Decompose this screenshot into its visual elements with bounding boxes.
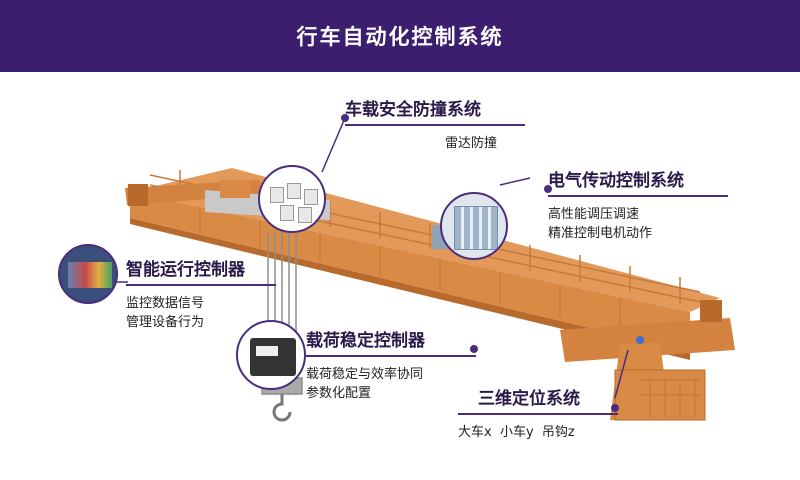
drive-desc-line: 高性能调压调速 xyxy=(548,207,640,222)
controller-box-icon xyxy=(250,338,296,376)
right-end-carriage xyxy=(560,300,735,421)
load-marker xyxy=(470,345,478,353)
anticollision-marker xyxy=(341,114,349,122)
position-desc: 大车x 小车y 吊钩z xyxy=(458,423,618,442)
smart-controller-image xyxy=(58,244,118,304)
position-underline xyxy=(458,413,618,415)
controller-label-icon xyxy=(256,346,278,356)
drive-panel-icon xyxy=(454,206,498,250)
callout-anticollision: 车载安全防撞系统 雷达防撞 xyxy=(345,95,525,153)
smart-desc-line: 监控数据信号 xyxy=(126,296,205,311)
drive-marker xyxy=(544,185,552,193)
smart-underline xyxy=(126,284,276,286)
radar-icon xyxy=(270,187,284,203)
callout-load: 载荷稳定控制器 载荷稳定与效率协同 参数化配置 xyxy=(306,326,476,403)
anticollision-desc: 雷达防撞 xyxy=(345,134,525,153)
callout-position: 三维定位系统 大车x 小车y 吊钩z xyxy=(458,384,618,442)
position-desc-line: 大车x 小车y 吊钩z xyxy=(458,425,575,440)
drive-title: 电气传动控制系统 xyxy=(548,171,684,191)
load-desc-line: 载荷稳定与效率协同 xyxy=(306,367,424,382)
smart-desc-line: 管理设备行为 xyxy=(126,315,205,330)
drive-desc-line: 精准控制电机动作 xyxy=(548,226,653,241)
smart-desc: 监控数据信号 管理设备行为 xyxy=(126,294,276,332)
page-title: 行车自动化控制系统 xyxy=(296,25,504,49)
radar-icon xyxy=(280,205,294,221)
callout-smart: 智能运行控制器 监控数据信号 管理设备行为 xyxy=(126,255,276,332)
position-title: 三维定位系统 xyxy=(478,389,580,409)
load-title: 载荷稳定控制器 xyxy=(306,331,425,351)
screen-icon xyxy=(68,262,112,288)
anticollision-radar-image xyxy=(258,165,326,233)
anticollision-desc-line: 雷达防撞 xyxy=(445,136,498,151)
load-underline xyxy=(306,355,476,357)
load-desc: 载荷稳定与效率协同 参数化配置 xyxy=(306,365,476,403)
load-controller-image xyxy=(236,320,306,390)
smart-title: 智能运行控制器 xyxy=(126,260,245,280)
header-bar: 行车自动化控制系统 xyxy=(0,0,800,72)
load-desc-line: 参数化配置 xyxy=(306,386,372,401)
position-marker xyxy=(611,404,619,412)
drive-desc: 高性能调压调速 精准控制电机动作 xyxy=(548,205,728,243)
radar-icon xyxy=(304,189,318,205)
radar-icon xyxy=(287,183,301,199)
drive-system-image xyxy=(440,192,508,260)
radar-icon xyxy=(298,207,312,223)
callout-drive: 电气传动控制系统 高性能调压调速 精准控制电机动作 xyxy=(548,166,728,243)
anticollision-title: 车载安全防撞系统 xyxy=(345,100,481,120)
drive-underline xyxy=(548,195,728,197)
anticollision-underline xyxy=(345,124,525,126)
